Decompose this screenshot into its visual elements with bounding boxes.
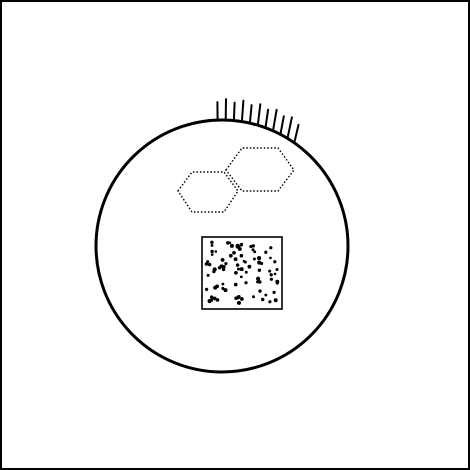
- speckle-dot: [206, 273, 210, 277]
- speckle-dot: [213, 285, 218, 290]
- speckle-dot: [269, 277, 274, 281]
- fringe-tick: [248, 104, 253, 125]
- speckle-dot: [260, 297, 265, 302]
- speckle-dot: [264, 293, 268, 297]
- speckle-dot: [215, 298, 220, 302]
- speckle-dot: [228, 241, 232, 245]
- speckle-dot: [214, 250, 218, 253]
- speckle-dot: [220, 257, 225, 262]
- speckle-dot: [252, 257, 256, 261]
- speckle-dot: [269, 256, 272, 260]
- speckle-dot: [268, 300, 272, 304]
- speckle-dot: [221, 286, 225, 290]
- speckle-dot: [239, 267, 244, 272]
- speckle-dot: [221, 267, 226, 272]
- speckle-dot: [252, 295, 255, 299]
- speckle-dots: [204, 240, 280, 305]
- speckle-dot: [272, 290, 276, 295]
- speckle-dot: [228, 253, 233, 258]
- speckle-dot: [239, 253, 244, 258]
- speckle-dot: [220, 264, 224, 268]
- speckle-dot: [233, 282, 238, 287]
- speckle-dot: [249, 244, 253, 249]
- speckle-dot: [273, 272, 277, 276]
- speckle-dot: [210, 243, 214, 247]
- speckle-dot: [244, 270, 248, 274]
- speckle-dot: [258, 280, 262, 284]
- speckle-dot: [258, 289, 262, 293]
- speckle-dot: [210, 249, 214, 254]
- speckle-dot: [234, 270, 238, 275]
- speckle-dot: [240, 297, 244, 301]
- right-hexagon: [225, 147, 295, 192]
- speckle-dot: [257, 256, 262, 261]
- fringe-tick: [264, 108, 270, 129]
- speckle-dot: [256, 276, 261, 281]
- speckle-dot: [273, 298, 278, 303]
- speckle-dot: [223, 288, 228, 293]
- speckle-dot: [253, 250, 257, 254]
- speckle-dot: [210, 253, 214, 256]
- speckle-dot: [244, 281, 248, 285]
- speckle-dot: [264, 250, 268, 254]
- speckle-dot: [209, 295, 214, 299]
- speckle-dot: [236, 300, 242, 305]
- speckled-square: [201, 236, 283, 310]
- fringe-tick: [232, 101, 236, 122]
- speckle-dot: [235, 263, 240, 267]
- speckle-dot: [212, 296, 217, 301]
- speckle-dot: [257, 260, 262, 265]
- speckle-dot: [257, 268, 262, 272]
- speckle-dot: [242, 259, 246, 263]
- speckle-dot: [236, 267, 241, 271]
- speckle-dot: [232, 250, 236, 255]
- speckle-dot: [269, 273, 273, 277]
- speckle-dot: [275, 268, 279, 271]
- speckle-dot: [229, 243, 234, 248]
- main-circle: [94, 118, 350, 374]
- speckle-dot: [235, 243, 240, 248]
- speckle-dot: [233, 257, 238, 262]
- speckle-dot: [247, 264, 252, 269]
- fringe-tick: [279, 115, 285, 136]
- speckle-dot: [208, 262, 212, 267]
- speckle-dot: [234, 296, 238, 300]
- fringe-tick: [240, 99, 245, 123]
- speckle-dot: [268, 269, 272, 273]
- speckle-dot: [224, 262, 228, 266]
- speckle-dot: [212, 269, 216, 274]
- speckle-dot: [204, 262, 209, 266]
- fringe-ticks: [216, 98, 300, 144]
- speckle-dot: [210, 240, 214, 245]
- speckle-dot: [221, 282, 225, 286]
- speckle-dot: [239, 275, 243, 279]
- speckle-dot: [251, 248, 255, 252]
- speckle-dot: [256, 280, 260, 284]
- speckle-dot: [204, 287, 209, 292]
- speckle-dot: [237, 247, 242, 251]
- speckle-dot: [275, 281, 279, 285]
- left-hexagon: [177, 171, 239, 213]
- fringe-tick: [272, 108, 278, 132]
- speckle-dot: [239, 243, 243, 247]
- fringe-tick: [256, 103, 262, 127]
- speckle-dot: [210, 298, 214, 302]
- fringe-tick: [293, 123, 300, 144]
- speckle-dot: [269, 246, 273, 250]
- fringe-tick: [286, 116, 293, 140]
- speckle-dot: [273, 260, 277, 264]
